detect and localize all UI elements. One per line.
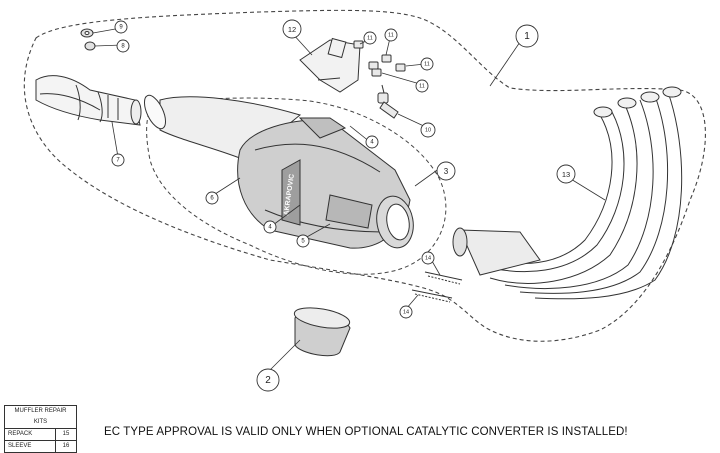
table-row: REPACK 15: [4, 428, 77, 441]
link-pipe-7: [35, 75, 142, 126]
mounting-bracket-12: [299, 37, 361, 93]
callout-circle: [363, 31, 377, 45]
ec-approval-notice: EC TYPE APPROVAL IS VALID ONLY WHEN OPTI…: [104, 426, 628, 438]
callout-c7: 7: [111, 153, 125, 167]
callout-c11b: 11: [384, 28, 398, 42]
callout-circle: [296, 234, 310, 248]
repair-kits-header: MUFFLER REPAIR KITS: [4, 405, 77, 429]
muffler-repair-kits-table: MUFFLER REPAIR KITS REPACK 15 SLEEVE 16: [4, 405, 77, 453]
sleeve-2: [293, 307, 351, 357]
callout-circle: [282, 19, 302, 39]
callout-circle: [421, 251, 435, 265]
callout-c5: 5: [296, 234, 310, 248]
callout-c12: 12: [282, 19, 302, 39]
muffler-3: [143, 94, 414, 249]
callout-number: 11: [424, 62, 430, 68]
assembly-outline-system: [23, 9, 706, 342]
callout-number: 11: [388, 33, 394, 39]
callout-number: 4: [268, 225, 272, 231]
callout-c4b: 4: [263, 220, 277, 234]
callout-circle: [263, 220, 277, 234]
callout-number: 8: [121, 44, 125, 50]
callout-c10: 10: [420, 122, 436, 138]
callout-number: 2: [265, 375, 271, 386]
callout-circle: [111, 153, 125, 167]
callout-c2: 2: [256, 368, 280, 392]
callout-number: 1: [524, 31, 530, 42]
callout-c3: 3: [436, 161, 456, 181]
callout-circle: [420, 122, 436, 138]
callout-c1: 1: [515, 24, 539, 48]
sleeve-label: SLEEVE: [4, 440, 56, 453]
callout-number: 4: [370, 140, 374, 146]
callout-number: 14: [403, 310, 409, 316]
callout-circle: [420, 57, 434, 71]
callout-c14b: 14: [399, 305, 413, 319]
table-row: SLEEVE 16: [4, 440, 77, 453]
callout-number: 7: [116, 158, 120, 164]
callout-circle: [116, 39, 130, 53]
callout-number: 14: [425, 256, 431, 262]
repack-value: 15: [55, 428, 77, 441]
springs-14: [411, 271, 463, 303]
callout-number: 11: [367, 36, 373, 42]
callout-c11a: 11: [363, 31, 377, 45]
callout-circle: [365, 135, 379, 149]
callout-number: 6: [210, 196, 214, 202]
callout-number: 11: [419, 84, 425, 90]
callout-c11c: 11: [420, 57, 434, 71]
callout-number: 5: [301, 239, 305, 245]
callout-c8: 8: [116, 39, 130, 53]
fasteners-8-9: [80, 28, 96, 51]
callout-number: 10: [425, 128, 431, 134]
sleeve-value: 16: [55, 440, 77, 453]
assembly-outline-muffler: [146, 97, 447, 275]
callout-circle: [515, 24, 539, 48]
repack-label: REPACK: [4, 428, 56, 441]
callout-circle: [436, 161, 456, 181]
callout-number: 3: [444, 167, 449, 176]
callout-c9: 9: [114, 20, 128, 34]
callout-circle: [415, 79, 429, 93]
callout-circle: [384, 28, 398, 42]
callout-number: 13: [562, 170, 570, 179]
callout-c13: 13: [556, 164, 576, 184]
callout-c14a: 14: [421, 251, 435, 265]
sensor-10: [377, 84, 399, 119]
callout-c6: 6: [205, 191, 219, 205]
callout-number: 9: [119, 25, 123, 31]
callout-circle: [205, 191, 219, 205]
callout-number: 12: [288, 25, 296, 34]
callout-c4a: 4: [365, 135, 379, 149]
callout-circle: [114, 20, 128, 34]
callout-circle: [399, 305, 413, 319]
callout-circle: [556, 164, 576, 184]
callout-circle: [256, 368, 280, 392]
bolts-11: [353, 40, 406, 77]
header-pipes-13: [452, 86, 683, 300]
callout-c11d: 11: [415, 79, 429, 93]
